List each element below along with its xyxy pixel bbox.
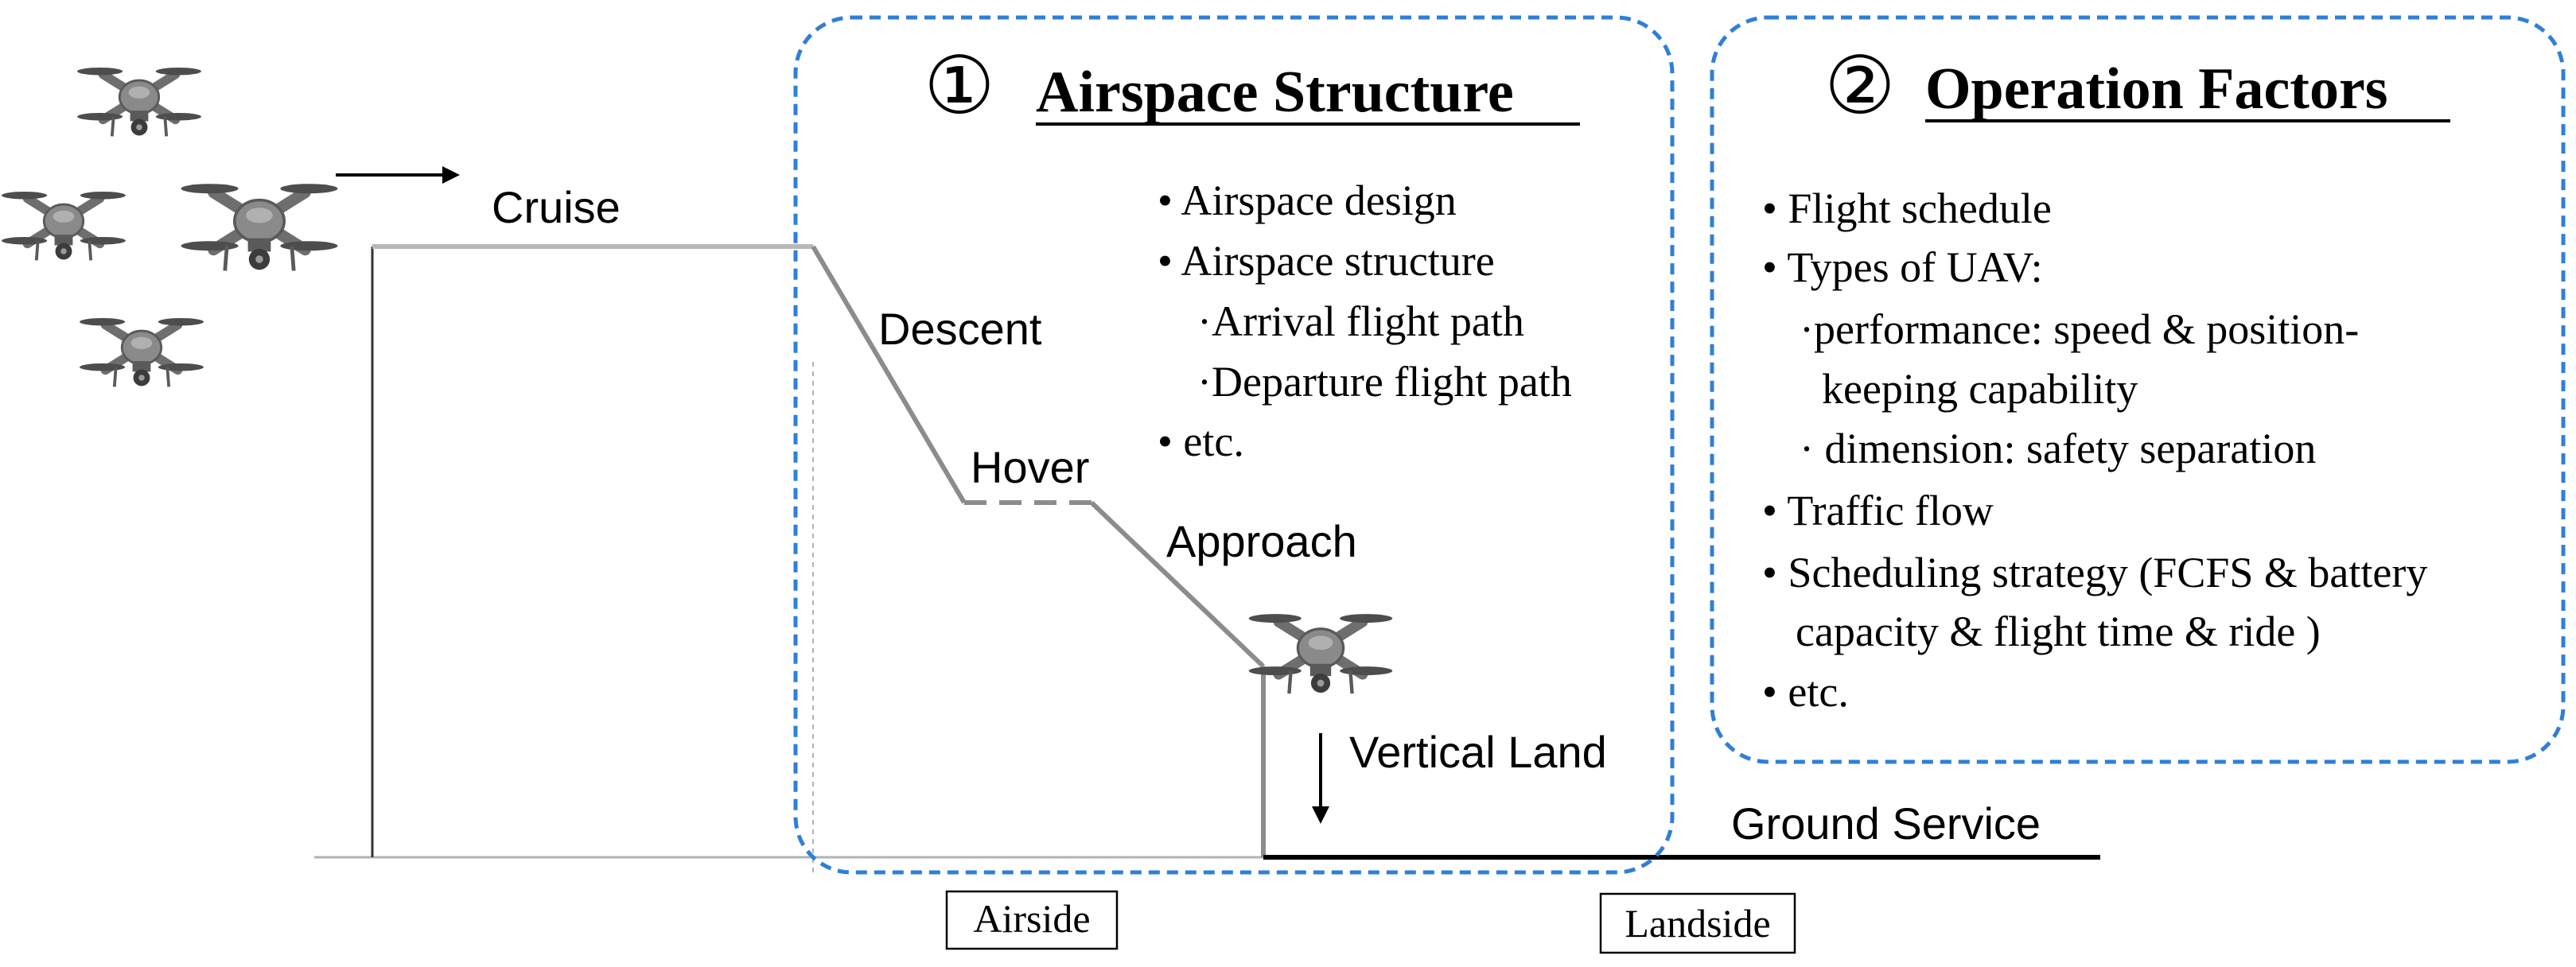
approach-label: Approach xyxy=(1166,516,1357,566)
drone-icon xyxy=(77,68,201,136)
descent-label: Descent xyxy=(878,304,1042,354)
airspace-item: • Airspace design xyxy=(1158,177,1457,224)
airspace-subitem: ·Departure flight path xyxy=(1197,358,1572,406)
operation-item: • etc. xyxy=(1762,668,1849,716)
airspace-item: • etc. xyxy=(1158,417,1244,465)
operation-item: • Types of UAV: xyxy=(1762,243,2043,291)
operation-item: • Scheduling strategy (FCFS & battery xyxy=(1762,549,2427,596)
descent-path xyxy=(811,245,967,504)
cruise-label: Cruise xyxy=(492,182,621,232)
drone-icon xyxy=(181,184,338,270)
operation-title: Operation Factors xyxy=(1925,56,2388,122)
hover-label: Hover xyxy=(971,442,1089,492)
operation-number: ② xyxy=(1824,42,1896,130)
vertical-land-label: Vertical Land xyxy=(1349,727,1607,777)
drone-icon xyxy=(80,318,204,386)
operation-subitem: ·performance: speed & position- xyxy=(1800,305,2359,353)
airspace-title: Airspace Structure xyxy=(1036,60,1514,125)
drone-icon xyxy=(2,192,126,260)
operation-item: • Flight schedule xyxy=(1762,184,2052,232)
landside-box xyxy=(1599,892,1796,954)
operation-subitem: keeping capability xyxy=(1822,365,2138,413)
landside-label: Landside xyxy=(1625,901,1770,946)
airspace-item: • Airspace structure xyxy=(1158,237,1495,285)
cruise-arrow-head xyxy=(442,166,460,184)
ground-service-label: Ground Service xyxy=(1731,798,2041,849)
operation-subitem: · dimension: safety separation xyxy=(1800,425,2316,472)
operation-factors-panel xyxy=(1710,15,2566,764)
approach-path xyxy=(1089,500,1266,669)
airspace-number: ① xyxy=(924,42,995,130)
airside-label: Airside xyxy=(973,896,1090,941)
land-arrow-head xyxy=(1312,806,1329,824)
operation-item: • Traffic flow xyxy=(1762,487,1994,534)
operation-subitem: capacity & flight time & ride ) xyxy=(1796,608,2321,655)
airside-box xyxy=(945,890,1119,950)
landing-drone-icon xyxy=(1249,614,1392,693)
airspace-subitem: ·Arrival flight path xyxy=(1197,297,1524,345)
